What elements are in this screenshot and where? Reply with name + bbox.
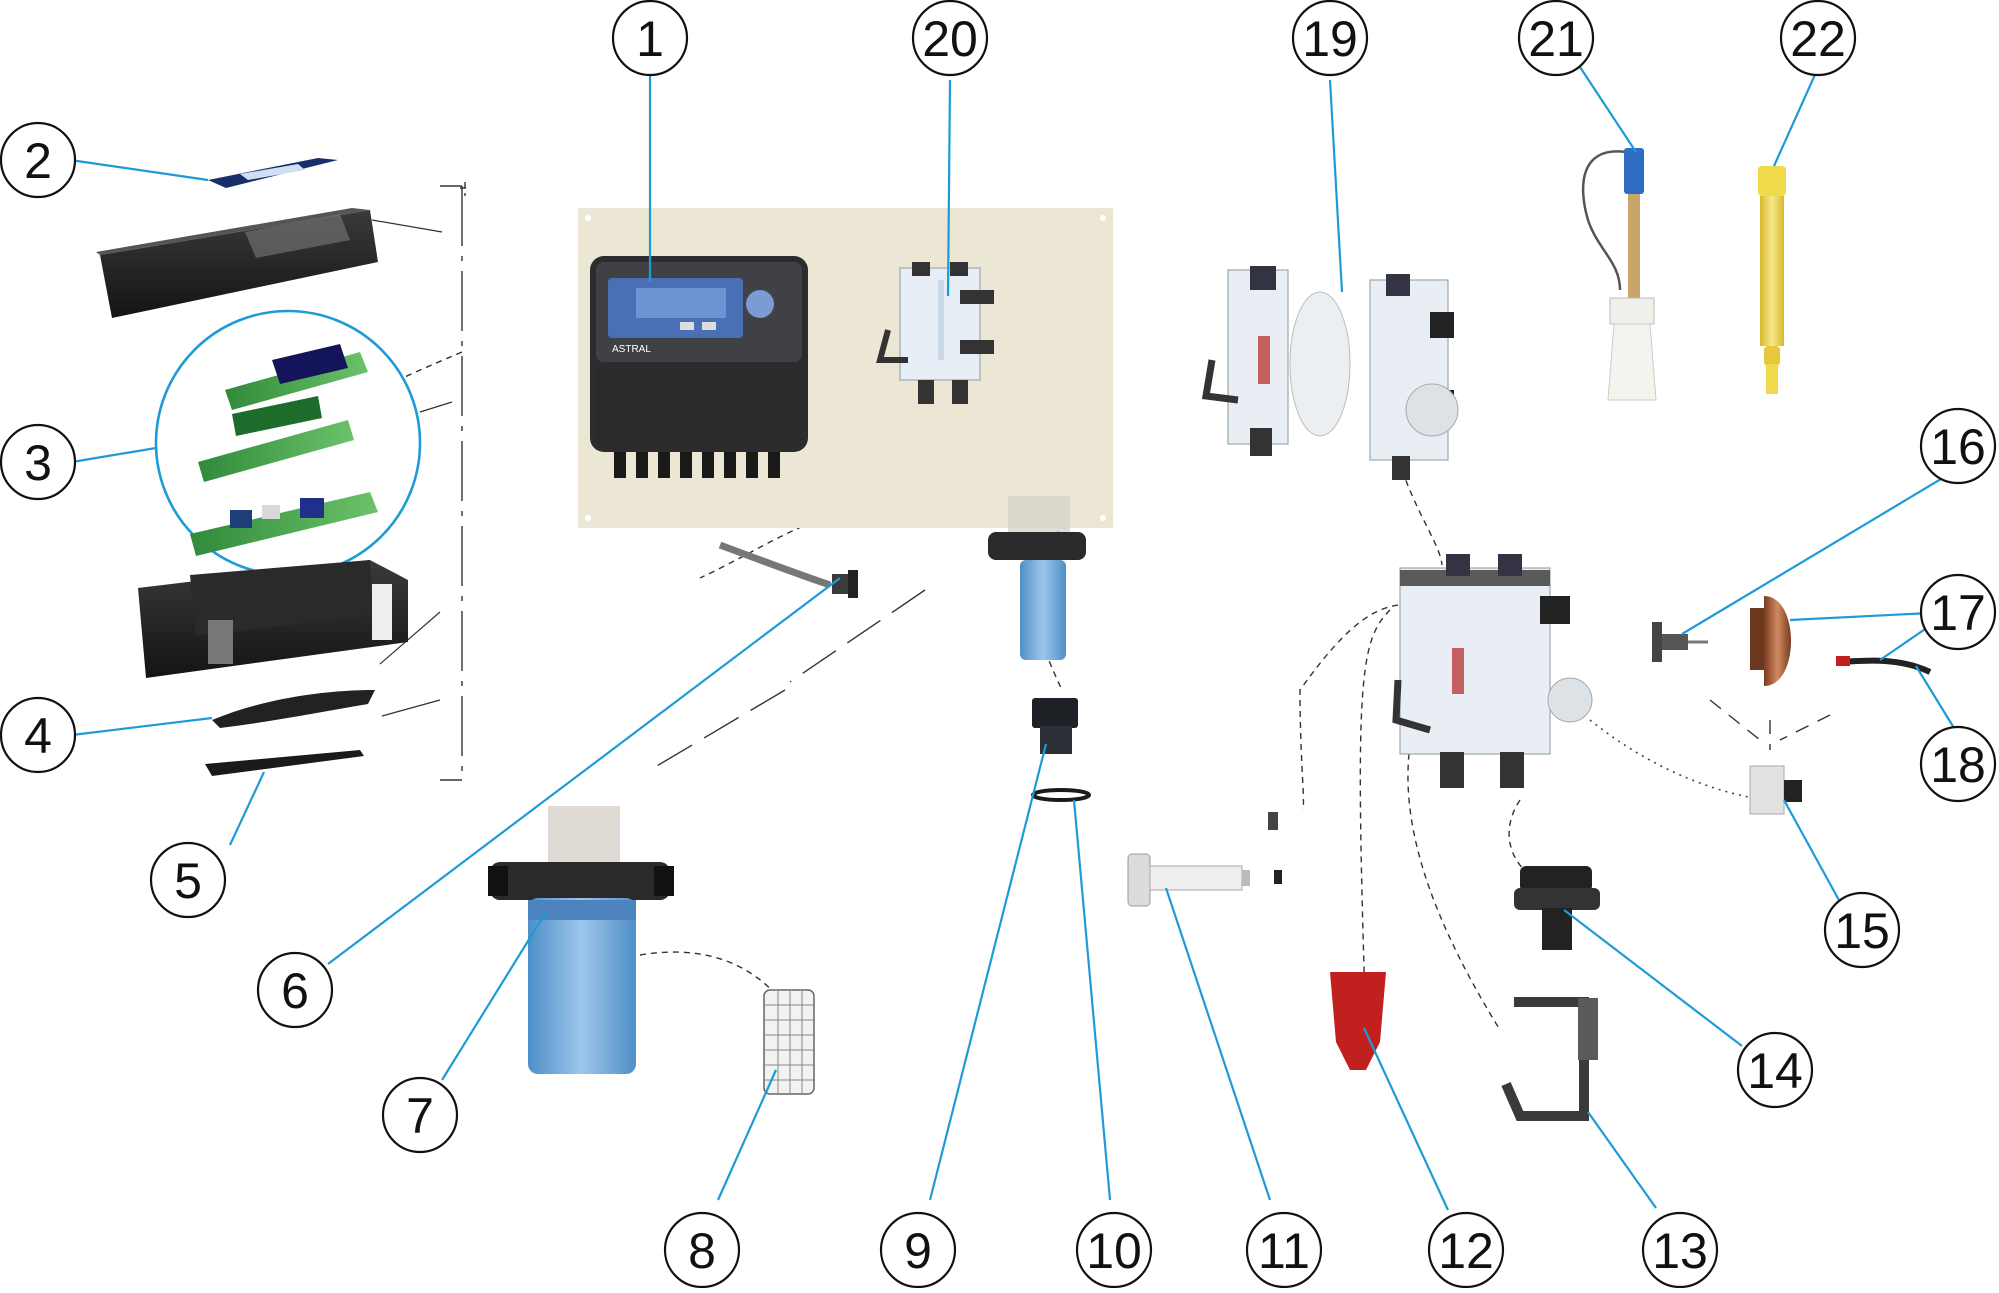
callout-13: 13 <box>1641 1211 1719 1289</box>
callout-22: 22 <box>1779 0 1857 77</box>
cable <box>1836 656 1932 675</box>
ph-probe <box>1581 148 1657 401</box>
callout-12-label: 12 <box>1438 1223 1494 1279</box>
o-ring <box>1031 788 1091 802</box>
callout-22-label: 22 <box>1790 11 1846 67</box>
callout-18: 18 <box>1919 725 1997 803</box>
callout-14-label: 14 <box>1747 1043 1803 1099</box>
callout-1: 1 <box>611 0 689 77</box>
callout-8: 8 <box>663 1211 741 1289</box>
valve-stem <box>1127 812 1282 907</box>
assembled-probe-holder <box>1392 554 1593 788</box>
callout-7-label: 7 <box>406 1088 434 1144</box>
housing-lid <box>96 208 378 318</box>
threaded-plug <box>1032 698 1078 754</box>
callout-7: 7 <box>381 1076 459 1154</box>
callout-5: 5 <box>149 841 227 919</box>
gasket <box>212 690 375 728</box>
callout-10-label: 10 <box>1086 1223 1142 1279</box>
probe-holder <box>876 262 994 404</box>
callout-11: 11 <box>1245 1211 1323 1289</box>
small-probe <box>1652 622 1708 662</box>
callout-4-label: 4 <box>24 708 52 764</box>
sensor-fitting <box>1749 765 1802 815</box>
cable-gland <box>718 541 858 598</box>
leader-lines <box>69 62 1957 1211</box>
callout-4: 4 <box>0 696 77 774</box>
filter-cartridge <box>763 989 815 1095</box>
callout-6-label: 6 <box>281 963 309 1019</box>
redox-probe <box>1758 166 1786 394</box>
callout-20-label: 20 <box>922 11 978 67</box>
controller-brand: ASTRAL <box>612 344 651 355</box>
callout-5-label: 5 <box>174 853 202 909</box>
copper-disc <box>1750 596 1791 686</box>
callout-12: 12 <box>1427 1211 1505 1289</box>
callout-15: 15 <box>1823 891 1901 969</box>
callout-13-label: 13 <box>1652 1223 1708 1279</box>
callout-16-label: 16 <box>1930 419 1986 475</box>
callout-16: 16 <box>1919 407 1997 485</box>
housing-base <box>138 560 408 678</box>
callout-17-label: 17 <box>1930 585 1986 641</box>
bracket-handle <box>1501 997 1598 1121</box>
callout-14: 14 <box>1736 1031 1814 1109</box>
callout-6: 6 <box>256 951 334 1029</box>
callout-20: 20 <box>911 0 989 77</box>
callout-10: 10 <box>1075 1211 1153 1289</box>
circuit-boards <box>154 309 422 577</box>
callout-1-label: 1 <box>636 11 664 67</box>
callout-11-label: 11 <box>1258 1223 1310 1279</box>
panel-filter <box>988 496 1086 660</box>
outlet-fitting <box>1514 866 1600 950</box>
front-label <box>208 158 338 188</box>
callout-18-label: 18 <box>1930 737 1986 793</box>
callout-17: 17 <box>1919 573 1997 651</box>
callout-21: 21 <box>1517 0 1595 77</box>
base-plate <box>205 750 364 776</box>
callout-19: 19 <box>1291 0 1369 77</box>
callout-2: 2 <box>0 121 77 199</box>
filter-housing <box>488 806 674 1074</box>
callout-9: 9 <box>879 1211 957 1289</box>
callout-15-label: 15 <box>1834 903 1890 959</box>
callout-19-label: 19 <box>1302 11 1358 67</box>
callout-8-label: 8 <box>688 1223 716 1279</box>
callout-3-label: 3 <box>24 435 52 491</box>
exploded-probe-holder <box>1201 266 1459 480</box>
callout-9-label: 9 <box>904 1223 932 1279</box>
callout-3: 3 <box>0 423 77 501</box>
controller-unit: ASTRAL <box>590 256 808 478</box>
callout-21-label: 21 <box>1528 11 1584 67</box>
callout-2-label: 2 <box>24 133 52 189</box>
